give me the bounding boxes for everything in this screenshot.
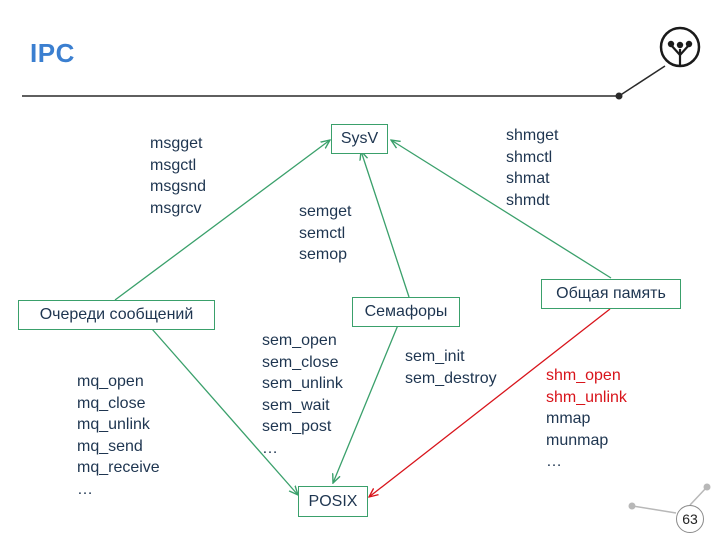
label-line: sem_close [262, 353, 339, 371]
label-line: shmctl [506, 148, 553, 166]
label-line: mq_receive [77, 459, 160, 476]
label-line: shmget [506, 127, 559, 144]
logo-connector [618, 65, 666, 97]
label-line: semget [299, 203, 352, 220]
label-line: … [262, 439, 278, 457]
label-posix-sem-unnamed: sem_init sem_destroy [405, 346, 497, 389]
label-line: mq_send [77, 437, 143, 455]
node-message-queues: Очереди сообщений [18, 300, 215, 330]
label-line: munmap [546, 431, 609, 449]
label-line-red: shm_open [546, 367, 621, 384]
arrow-sem-to-posix [333, 324, 399, 483]
label-posix-sem-named: sem_open sem_close sem_unlink sem_wait s… [262, 330, 343, 459]
label-line: msgctl [150, 156, 197, 174]
label-line: shmat [506, 170, 550, 187]
arrow-mq-to-posix [151, 328, 298, 495]
label-posix-mq: mq_open mq_close mq_unlink mq_send mq_re… [77, 371, 160, 500]
label-line: sem_post [262, 418, 332, 435]
label-line: … [77, 480, 93, 498]
label-line: semctl [299, 224, 346, 242]
label-sysv-shm: shmget shmctl shmat shmdt [506, 125, 558, 211]
label-line: sem_unlink [262, 375, 343, 392]
page-number: 63 [676, 505, 704, 533]
logo-tree-icon [659, 26, 701, 68]
label-line: sem_destroy [405, 369, 497, 387]
arrow-shm-to-sysv [391, 140, 612, 279]
label-line: mq_close [77, 394, 146, 412]
label-line: mq_unlink [77, 416, 150, 433]
label-posix-shm: shm_open shm_unlink mmap munmap … [546, 365, 627, 473]
label-line: mq_open [77, 373, 144, 390]
label-line: shmdt [506, 191, 550, 209]
label-line: … [546, 453, 562, 470]
label-line: mmap [546, 410, 591, 427]
node-shared-memory: Общая память [541, 279, 681, 309]
label-line: msgsnd [150, 178, 207, 195]
label-line-red: shm_unlink [546, 388, 627, 406]
label-line: sem_wait [262, 396, 330, 414]
decor-connector-icon [628, 483, 711, 514]
node-posix: POSIX [298, 486, 368, 517]
node-semaphores: Семафоры [352, 297, 460, 327]
label-line: semop [299, 246, 348, 263]
label-line: sem_open [262, 332, 337, 349]
slide-title: IPC [30, 38, 75, 68]
arrow-shm-to-posix [369, 308, 611, 497]
node-sysv: SysV [331, 124, 388, 154]
label-line: msgrcv [150, 199, 202, 217]
arrow-mq-to-sysv [114, 140, 330, 301]
label-sysv-msg: msgget msgctl msgsnd msgrcv [150, 133, 206, 219]
arrow-sem-to-sysv [361, 151, 410, 298]
label-line: msgget [150, 135, 203, 152]
label-line: sem_init [405, 348, 465, 365]
label-sysv-sem: semget semctl semop [299, 201, 351, 266]
